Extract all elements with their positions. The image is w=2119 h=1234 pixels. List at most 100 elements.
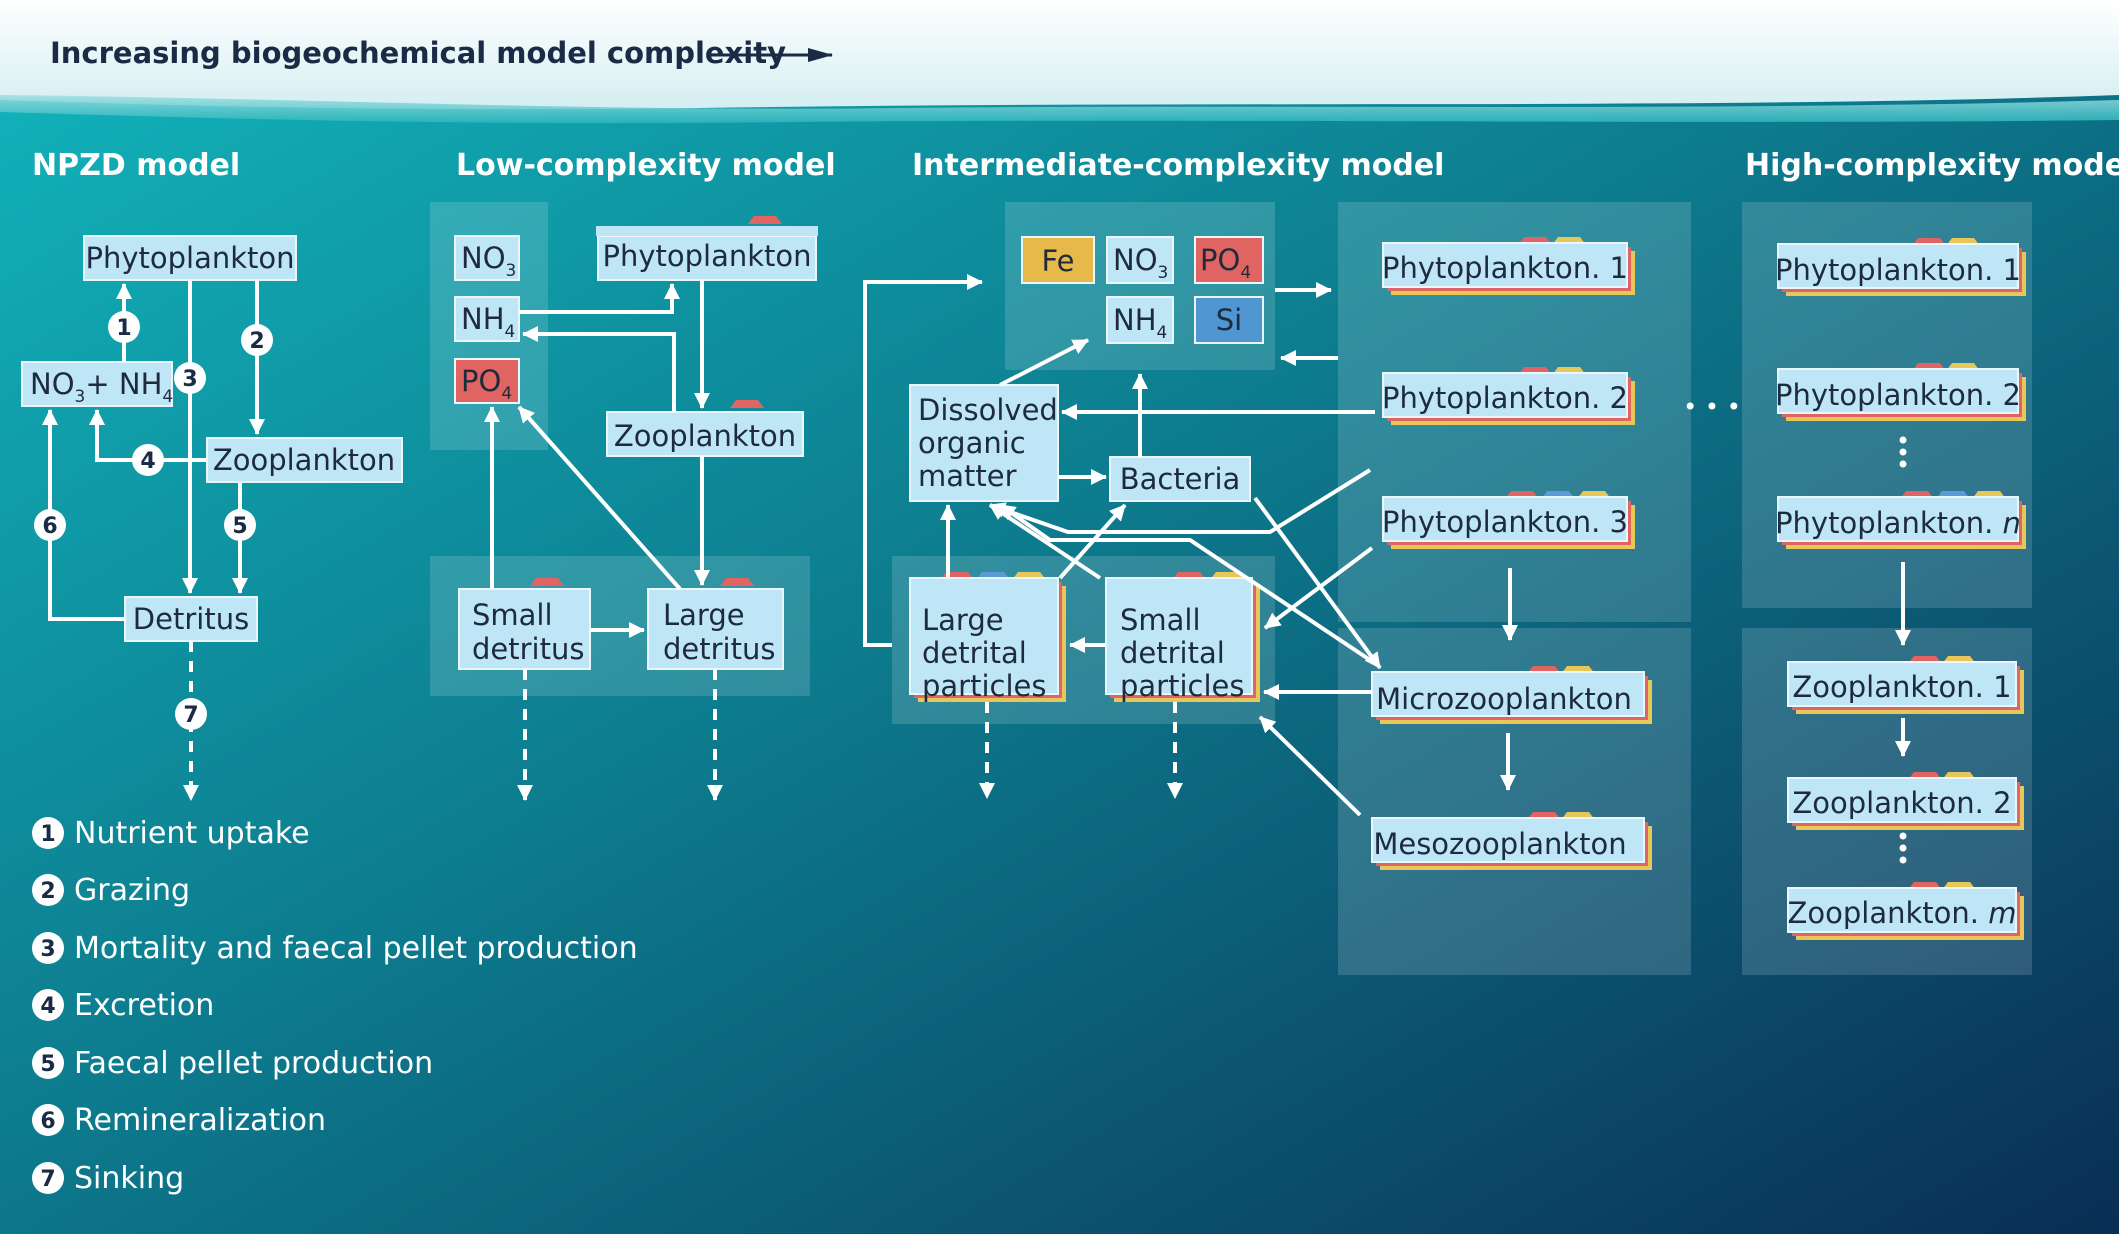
header-npzd: NPZD model bbox=[32, 148, 240, 183]
svg-text:Nutrient uptake: Nutrient uptake bbox=[74, 816, 310, 851]
int-microzooplankton-label: Microzooplankton bbox=[1376, 682, 1632, 716]
int-mesozooplankton: Mesozooplankton bbox=[1371, 812, 1652, 870]
low-no3-box bbox=[454, 235, 520, 281]
svg-text:7: 7 bbox=[183, 703, 198, 728]
int-dom-line1: Dissolved bbox=[918, 393, 1058, 427]
high-phyto-1: Phytoplankton. 1 bbox=[1775, 238, 2026, 296]
low-small-detritus-line1: Small bbox=[472, 598, 553, 632]
svg-text:4: 4 bbox=[140, 449, 155, 474]
npzd-nutrients-label: NO3+ NH4 bbox=[30, 367, 173, 407]
low-zoo-tab bbox=[730, 400, 764, 408]
npzd-num-4: 4 bbox=[132, 444, 164, 476]
int-large-line2: detrital bbox=[922, 636, 1027, 670]
low-phyto-tab bbox=[748, 216, 782, 224]
int-large-remin-arrow bbox=[863, 274, 983, 647]
int-phyto-1-label: Phytoplankton. 1 bbox=[1382, 251, 1628, 285]
npzd-num-1: 1 bbox=[108, 311, 140, 343]
svg-text:Grazing: Grazing bbox=[74, 873, 190, 908]
svg-text:3: 3 bbox=[40, 937, 55, 962]
int-microzooplankton: Microzooplankton bbox=[1371, 666, 1652, 724]
header-intermediate: Intermediate-complexity model bbox=[912, 148, 1444, 183]
npzd-num-3: 3 bbox=[174, 362, 206, 394]
npzd-num-2: 2 bbox=[241, 324, 273, 356]
legend-item-5: 5 Faecal pellet production bbox=[32, 1046, 433, 1081]
svg-text:5: 5 bbox=[232, 514, 247, 539]
low-large-remin-arrow bbox=[517, 405, 682, 591]
high-complexity-diagram: Phytoplankton. 1 Phytoplankton. 2 Phytop… bbox=[1742, 202, 2032, 975]
int-large-particles-box bbox=[909, 577, 1059, 695]
int-bacteria-micro-arrow bbox=[1253, 496, 1382, 670]
int-phyto-2-label: Phytoplankton. 2 bbox=[1382, 381, 1628, 415]
int-large-line3: particles bbox=[922, 669, 1046, 703]
svg-text:Remineralization: Remineralization bbox=[74, 1103, 326, 1138]
high-zoo-1: Zooplankton. 1 bbox=[1787, 656, 2024, 714]
low-po4-box bbox=[454, 358, 520, 404]
low-zooplankton-box bbox=[606, 411, 804, 457]
npzd-diagram: Phytoplankton NO3+ NH4 Zooplankton Detri… bbox=[21, 235, 403, 801]
low-phyto-tabstrip bbox=[596, 226, 818, 236]
int-phyto-2: Phytoplankton. 2 bbox=[1382, 367, 1635, 425]
npzd-phytoplankton-box bbox=[83, 235, 297, 281]
svg-text:7: 7 bbox=[40, 1167, 55, 1192]
legend-item-3: 3 Mortality and faecal pellet production bbox=[32, 931, 638, 966]
low-complexity-diagram: NO3 NH4 PO4 Phytoplankton Zooplankton Sm… bbox=[430, 202, 818, 801]
int-mesozooplankton-label: Mesozooplankton bbox=[1373, 827, 1626, 861]
high-phyto-dots bbox=[1899, 436, 1907, 468]
low-nh4-label: NH4 bbox=[461, 302, 515, 342]
svg-text:1: 1 bbox=[40, 822, 55, 847]
npzd-zooplankton-box bbox=[206, 437, 403, 483]
int-phyto-1: Phytoplankton. 1 bbox=[1382, 237, 1635, 295]
svg-text:6: 6 bbox=[42, 514, 57, 539]
npzd-num-6: 6 bbox=[34, 509, 66, 541]
svg-text:1: 1 bbox=[116, 316, 131, 341]
legend-item-6: 6 Remineralization bbox=[32, 1103, 326, 1138]
svg-text:Mortality and faecal pellet pr: Mortality and faecal pellet production bbox=[74, 931, 638, 966]
int-no3-box bbox=[1106, 236, 1174, 284]
low-large-detritus-box bbox=[647, 588, 784, 670]
legend-item-1: 1 Nutrient uptake bbox=[32, 816, 310, 851]
legend-item-7: 7 Sinking bbox=[32, 1161, 184, 1196]
int-small-line1: Small bbox=[1120, 603, 1201, 637]
legend-item-4: 4 Excretion bbox=[32, 988, 214, 1023]
low-large-detritus-tab bbox=[720, 578, 754, 586]
int-nh4-box bbox=[1106, 296, 1174, 344]
int-dom-line2: organic bbox=[918, 426, 1026, 460]
svg-text:Faecal pellet production: Faecal pellet production bbox=[74, 1046, 433, 1081]
low-large-detritus-line2: detritus bbox=[663, 632, 775, 666]
int-phyto-3: Phytoplankton. 3 bbox=[1382, 491, 1635, 549]
complexity-title: Increasing biogeochemical model complexi… bbox=[50, 36, 786, 70]
int-meso-small-arrow bbox=[1258, 715, 1362, 817]
low-phytoplankton-label: Phytoplankton bbox=[602, 239, 811, 273]
header-high: High-complexity model bbox=[1745, 148, 2119, 183]
int-bacteria-label: Bacteria bbox=[1120, 462, 1241, 496]
npzd-detritus-label: Detritus bbox=[133, 602, 249, 636]
int-small-dom-arrow bbox=[988, 503, 1102, 580]
npzd-remineralization-arrow bbox=[42, 409, 125, 621]
sea-surface bbox=[0, 95, 2119, 124]
svg-text:5: 5 bbox=[40, 1052, 55, 1077]
low-phytoplankton-box bbox=[597, 235, 817, 281]
high-zoo-2-label: Zooplankton. 2 bbox=[1792, 786, 2011, 820]
high-phyto-2: Phytoplankton. 2 bbox=[1775, 363, 2026, 421]
int-large-line1: Large bbox=[922, 603, 1004, 637]
int-nh4-label: NH4 bbox=[1113, 303, 1167, 343]
svg-text:4: 4 bbox=[40, 994, 55, 1019]
svg-text:6: 6 bbox=[40, 1109, 55, 1134]
npzd-excretion-arrow bbox=[89, 409, 207, 462]
low-small-detritus-tab bbox=[530, 578, 564, 586]
int-si-label: Si bbox=[1216, 303, 1242, 337]
high-phyto-1-label: Phytoplankton. 1 bbox=[1775, 253, 2021, 287]
int-nutrient-panel bbox=[1005, 202, 1275, 370]
header-low: Low-complexity model bbox=[456, 148, 836, 183]
low-no3-label: NO3 bbox=[461, 241, 516, 281]
int-po4-box bbox=[1194, 236, 1264, 284]
svg-text:Excretion: Excretion bbox=[74, 988, 214, 1023]
npzd-num-7: 7 bbox=[175, 698, 207, 730]
int-no3-label: NO3 bbox=[1113, 243, 1168, 283]
svg-text:Sinking: Sinking bbox=[74, 1161, 184, 1196]
int-si-box bbox=[1194, 296, 1264, 344]
sky-band bbox=[0, 0, 2119, 110]
